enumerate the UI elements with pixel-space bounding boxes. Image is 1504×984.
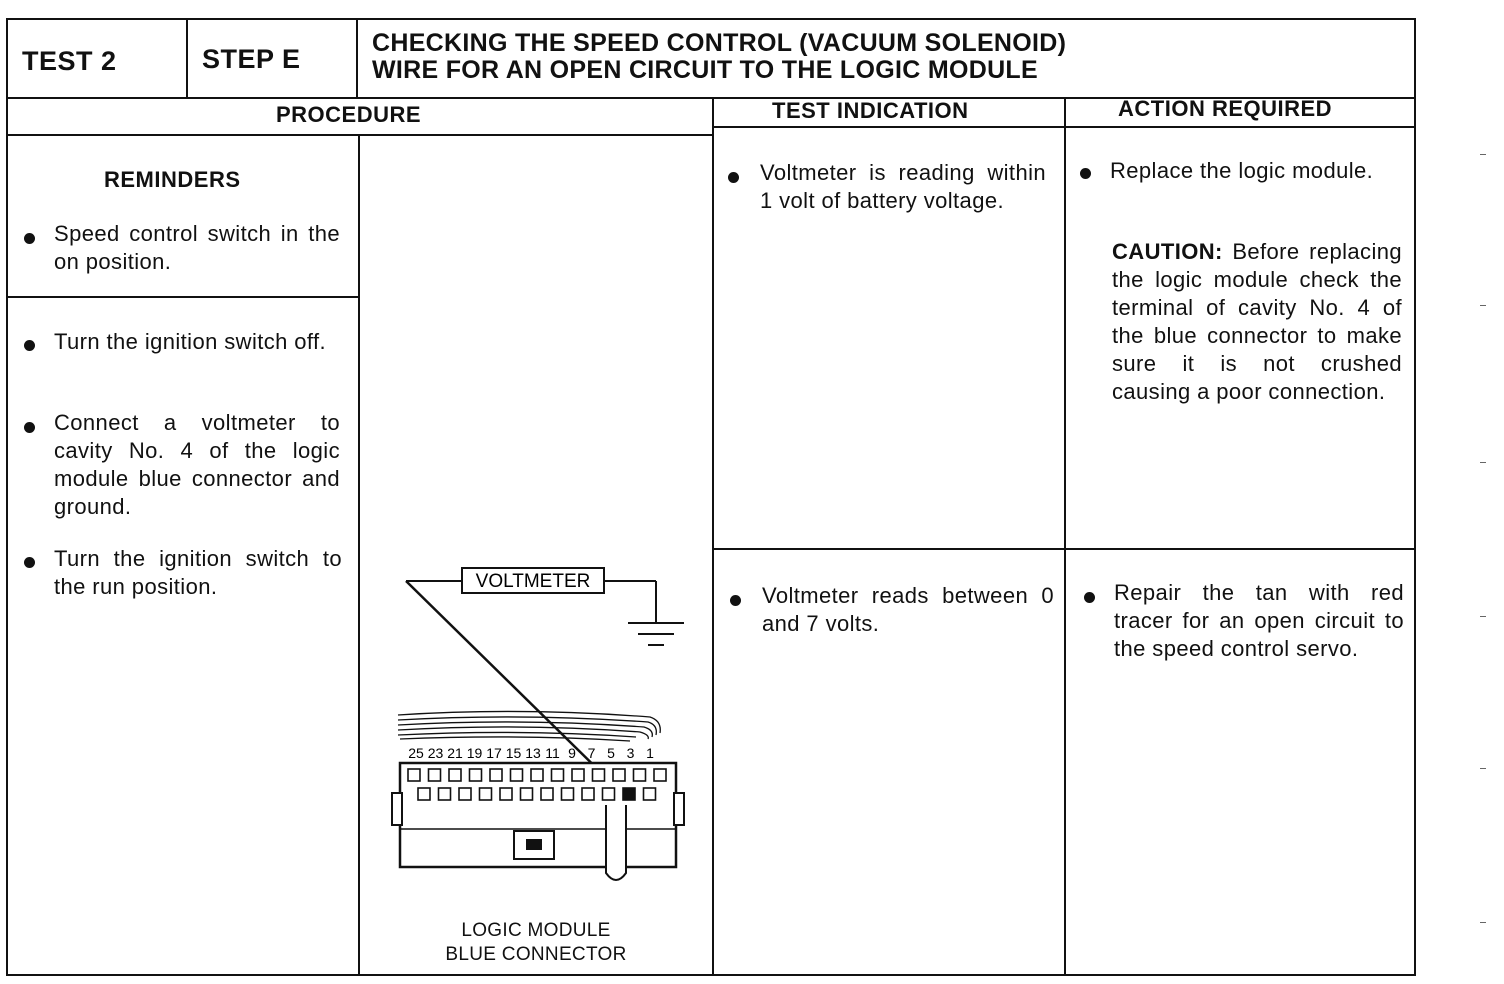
caution-note: CAUTION: Before replacing the logic modu… (1112, 238, 1402, 406)
indication-right-divider (1064, 97, 1066, 976)
bullet-icon (730, 595, 741, 606)
connector-cavity (530, 768, 544, 782)
reminders-heading: REMINDERS (104, 167, 241, 192)
bullet-icon (24, 233, 35, 244)
connector-cavity (437, 787, 452, 801)
pin-label: 1 (646, 745, 654, 761)
procedure-step: Turn the ignition switch off. (54, 329, 327, 354)
bullet-icon (24, 557, 35, 568)
caution-text: Before replacing the logic module check … (1112, 239, 1402, 404)
action-required-text: Repair the tan with red tracer for an op… (1114, 580, 1404, 661)
procedure-right-divider (712, 97, 714, 976)
voltmeter-label: VOLTMETER (476, 571, 591, 592)
connector-side-tab (391, 792, 403, 826)
bullet-icon (1084, 592, 1095, 603)
connector-cavity (489, 768, 503, 782)
top-cavity-row (407, 768, 667, 782)
pin-label: 17 (486, 745, 502, 761)
connector-cavity (468, 768, 483, 782)
test-label: TEST 2 (22, 46, 117, 76)
edge-mark (1480, 922, 1486, 923)
connector-cavity (448, 768, 462, 782)
connector-cavity (519, 787, 534, 801)
action-required-text: Replace the logic module. (1110, 158, 1374, 183)
connector-cavity (499, 787, 513, 801)
pin-label: 23 (428, 745, 444, 761)
procedure-step: Turn the ignition switch to the run posi… (54, 546, 342, 599)
test-indication-text: Voltmeter is reading within 1 volt of ba… (760, 160, 1046, 213)
connector-cavity (642, 787, 657, 801)
pin-label: 7 (588, 745, 596, 761)
pin-label: 19 (467, 745, 483, 761)
column-header-action-required: ACTION REQUIRED (1118, 96, 1333, 121)
connector-cavity (509, 768, 524, 782)
connector-cavity (632, 768, 647, 782)
header-col-divider-2 (356, 18, 358, 98)
step-label: STEP E (202, 44, 301, 74)
pin-label: 11 (545, 745, 560, 761)
connector-latch (605, 805, 627, 881)
header-col-divider-1 (186, 18, 188, 98)
column-header-procedure: PROCEDURE (276, 102, 422, 127)
page-title-line1: CHECKING THE SPEED CONTROL (VACUUM SOLEN… (372, 29, 1067, 57)
pin-label: 3 (627, 745, 635, 761)
voltmeter-box (461, 567, 605, 594)
connector-cavity (571, 768, 585, 782)
diagram-caption-line1: LOGIC MODULE (461, 920, 611, 941)
reminder-item: Speed control switch in the on position. (54, 221, 340, 274)
connector-cavity (612, 768, 626, 782)
connector-cavity (540, 787, 554, 801)
caution-label: CAUTION: (1112, 239, 1223, 264)
pin-label: 15 (506, 745, 522, 761)
connector-cavity (550, 768, 565, 782)
connector-cavity (560, 787, 575, 801)
column-header-test-indication: TEST INDICATION (772, 98, 969, 123)
connector-cavity (601, 787, 616, 801)
connector-cavity (427, 768, 442, 782)
edge-mark (1480, 154, 1486, 155)
diagram-caption-line2: BLUE CONNECTOR (445, 944, 627, 965)
pin-label: 21 (447, 745, 463, 761)
procedure-inner-divider (358, 134, 360, 976)
test-indication-text: Voltmeter reads between 0 and 7 volts. (762, 583, 1054, 636)
edge-mark (1480, 462, 1486, 463)
procedure-step: Connect a voltmeter to cavity No. 4 of t… (54, 410, 340, 519)
reminders-divider (6, 296, 360, 298)
pin-label: 5 (607, 745, 615, 761)
page-title-line2: WIRE FOR AN OPEN CIRCUIT TO THE LOGIC MO… (372, 56, 1038, 84)
connector-side-tab (673, 792, 685, 826)
pin-label: 13 (525, 745, 541, 761)
connector-cavity (417, 787, 431, 801)
test-sheet (6, 18, 1416, 976)
edge-mark (1480, 616, 1486, 617)
connector-cavity (591, 768, 606, 782)
pin-label: 25 (408, 745, 424, 761)
header-divider (6, 97, 1416, 99)
bullet-icon (24, 422, 35, 433)
bullet-icon (1080, 168, 1091, 179)
pin-label: 9 (568, 745, 576, 761)
bottom-cavity-row (417, 787, 657, 801)
connector-cavity (581, 787, 595, 801)
bullet-icon (728, 172, 739, 183)
edge-mark (1480, 768, 1486, 769)
measured-cavity (622, 787, 636, 801)
bullet-icon (24, 340, 35, 351)
wire-bundle (397, 710, 661, 742)
edge-mark (1480, 305, 1486, 306)
ground-icon (628, 622, 684, 646)
connector-cavity (653, 768, 667, 782)
connector-lock-tab (526, 839, 542, 850)
connector-cavity (458, 787, 472, 801)
connector-cavity (407, 768, 421, 782)
connector-cavity (478, 787, 493, 801)
